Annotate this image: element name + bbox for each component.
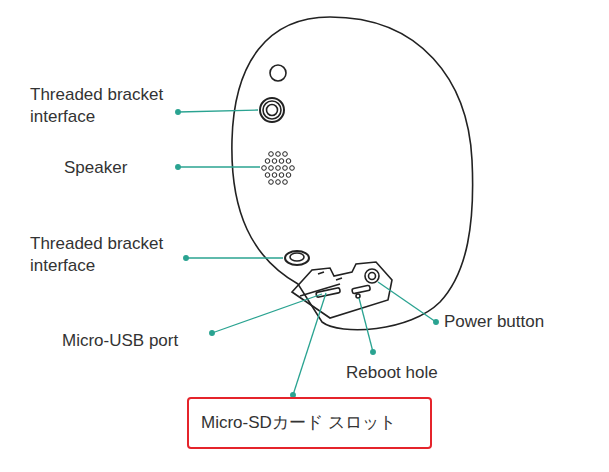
speaker-grille bbox=[262, 152, 295, 185]
bracket-label: Threaded bracket interface bbox=[30, 84, 190, 128]
speaker-label: Speaker bbox=[64, 157, 174, 179]
device-housing bbox=[232, 17, 473, 330]
port-label: Micro-USB port bbox=[62, 330, 212, 352]
threaded-interface-bottom bbox=[285, 251, 309, 265]
highlight-box: Micro-SDカード スロット bbox=[187, 397, 432, 449]
leader-lines bbox=[176, 110, 439, 398]
slot-label: Micro-SDカード スロット bbox=[189, 412, 408, 434]
sensor-hole bbox=[270, 65, 286, 81]
port-panel bbox=[292, 262, 392, 318]
bracket-label: Threaded bracket interface bbox=[30, 233, 190, 277]
threaded-interface-top bbox=[260, 98, 284, 122]
reboot-label: Reboot hole bbox=[346, 362, 466, 384]
power-label: Power button bbox=[444, 311, 584, 333]
